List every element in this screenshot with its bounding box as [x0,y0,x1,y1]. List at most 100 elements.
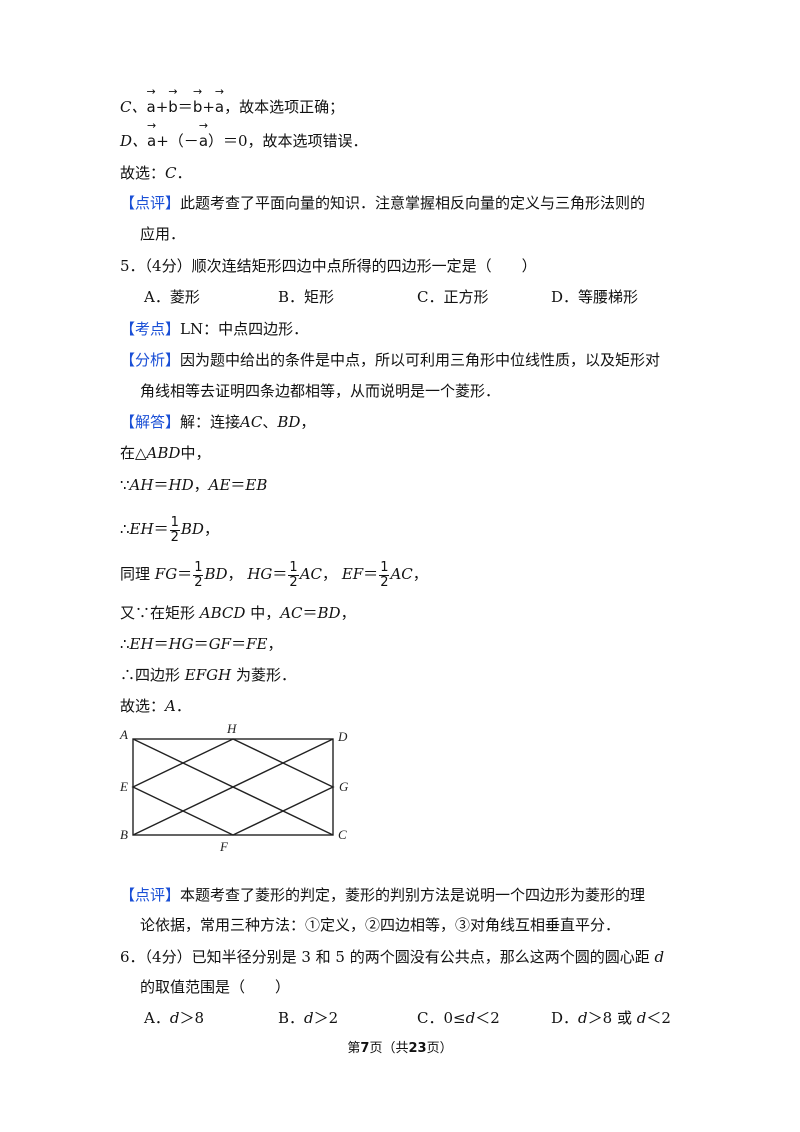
option-label: D． [551,288,579,306]
footer-text: 第 [347,1041,361,1056]
q6-option-c: C．0≤d＜2 [417,1008,500,1028]
kaodian-tag: 【考点】 [120,320,181,338]
comma: ， [193,476,209,494]
variable-d: d [654,948,665,966]
option-d-text: ）＝0，故本选项错误． [208,132,368,150]
diagonal-bd [132,738,334,836]
review-text: 本题考查了菱形的判定，菱形的判别方法是说明一个四边形为菱形的理 [180,886,646,904]
numerator: 1 [169,514,180,531]
option-label: C． [417,1009,444,1027]
segment: EH [129,520,154,538]
segment: EH [129,635,154,653]
segment-bd: BD [277,413,301,431]
page-footer: 第7页（共23页） [0,1037,800,1056]
vector-a: a [147,120,156,151]
segment-ac: AC [240,413,263,431]
vector-b: b [168,86,178,117]
option-text: ＞8 [179,1009,204,1027]
review-q5-line1: 【点评】本题考查了菱形的判定，菱形的判别方法是说明一个四边形为菱形的理 [120,885,645,905]
q5-option-c: C．正方形 [417,287,489,307]
label-d: D [337,729,348,744]
variable-d: d [636,1009,647,1027]
segment: BD [204,565,228,583]
variable-d: d [169,1009,180,1027]
jieda-line: 【解答】解：连接AC、BD， [120,412,315,432]
text: 中， [180,444,211,462]
label-b: B [120,827,128,842]
q5-option-a: A．菱形 [144,287,200,307]
triangle-abd: ABD [146,444,181,462]
segment: BD [180,520,204,538]
denominator: 2 [194,574,203,590]
denominator: 2 [380,574,389,590]
equals-sign: ＝ [230,476,246,494]
equals-sign: ＝ [153,476,169,494]
segment: EF [341,565,364,583]
segment: FG [154,565,178,583]
option-text: ＜2 [475,1009,500,1027]
segment: AE [208,476,231,494]
label-h: H [226,722,237,736]
vector-b: b [193,86,203,117]
review-q5-line2: 论依据，常用三种方法：①定义，②四边相等，③对角线互相垂直平分． [140,916,621,934]
plus-sign: + [202,98,215,116]
step-1: 在△ABD中， [120,443,210,463]
total-pages: 23 [408,1041,427,1056]
vector-a: a [215,86,224,117]
numerator: 1 [288,559,299,576]
option-label: A． [144,288,170,306]
label-c: C [338,827,347,842]
option-text: 等腰梯形 [578,288,639,306]
because-symbol: ∵ [120,476,130,494]
option-text: 矩形 [304,288,335,306]
option-c-line: C、a+b＝b+a，故本选项正确； [120,86,344,117]
answer-text: 故选： [120,164,166,182]
answer-end: ． [175,697,191,715]
text: ∴四边形 [120,666,185,684]
comma: ， [340,604,356,622]
fenxi-line1: 【分析】因为题中给出的条件是中点，所以可利用三角形中位线性质，以及矩形对 [120,350,660,370]
text: 中， [245,604,281,622]
option-label: C． [417,288,444,306]
vector-a: a [199,120,208,151]
review-tag: 【点评】 [120,194,181,212]
review-q4-line2: 应用． [140,225,186,243]
label-g: G [339,779,349,794]
answer-letter: C [165,164,177,182]
q6-option-d: D．d＞8 或 d＜2 [551,1008,671,1028]
segment: HD [168,476,194,494]
footer-text: 页（共 [369,1041,409,1056]
segment: AC [299,565,323,583]
jieda-tag: 【解答】 [120,413,181,431]
operator: +（－ [156,132,199,150]
comma: ， [300,413,316,431]
text: 在△ [120,444,147,462]
denominator: 2 [289,574,298,590]
equals-sign: ＝ [153,520,169,538]
q6-option-a: A．d＞8 [144,1008,204,1028]
segment: AH [129,476,154,494]
numerator: 1 [193,559,204,576]
review-text: 此题考查了平面向量的知识．注意掌握相反向量的定义与三角形法则的 [180,194,646,212]
review-tag: 【点评】 [120,886,181,904]
answer-text: 故选： [120,697,166,715]
variable-d: d [304,1009,314,1027]
page-number: 7 [360,1041,370,1056]
text: 又∵在矩形 [120,604,200,622]
option-d-line: D、a+（－a）＝0，故本选项错误． [120,120,368,151]
step-6: ∴EH＝HG＝GF＝FE， [120,634,282,654]
text: 同理 [120,565,155,583]
answer-line-q5: 故选：A． [120,696,191,716]
label-a: A [119,727,128,742]
option-label: D、 [120,132,148,150]
step-2: ∵AH＝HD，AE＝EB [120,475,267,495]
option-label: C、 [120,98,147,116]
rhombus-figure: A H D E G B F C [119,722,349,854]
fenxi-tag: 【分析】 [120,351,181,369]
segment: GF [208,635,232,653]
variable-d: d [465,1009,476,1027]
